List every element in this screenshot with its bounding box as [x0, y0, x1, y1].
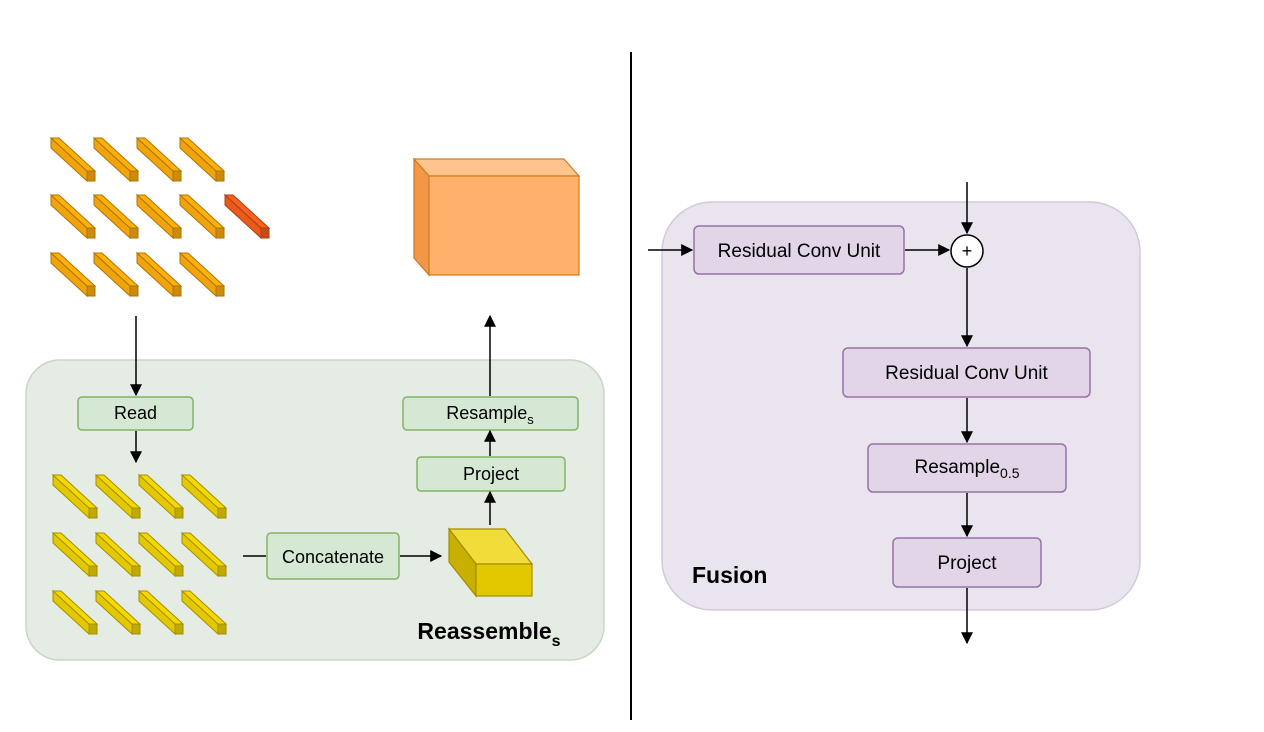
fusion-title: Fusion: [692, 562, 767, 588]
read-tokens: [51, 473, 228, 636]
input-token: [135, 251, 183, 298]
reassemble-title: Reassembles: [417, 618, 560, 650]
residual-conv-unit-1: Residual Conv Unit: [693, 225, 905, 275]
rcu-2-label: Residual Conv Unit: [885, 363, 1048, 384]
project-label-reassemble: Project: [463, 464, 519, 484]
sum-node: +: [950, 234, 984, 268]
read-token: [94, 589, 142, 636]
readout-token: [223, 193, 271, 240]
read-token: [180, 473, 228, 520]
project-box-reassemble: Project: [416, 456, 566, 492]
read-token: [180, 531, 228, 578]
input-tokens: [49, 136, 271, 298]
rcu-1-label: Residual Conv Unit: [718, 241, 881, 262]
input-token: [92, 251, 140, 298]
read-token: [51, 473, 99, 520]
read-token: [137, 589, 185, 636]
resample-label-reassemble: Resamples: [446, 403, 534, 427]
project-box-fusion: Project: [892, 537, 1042, 588]
fusion-arrows: [648, 182, 973, 645]
read-box: Read: [77, 396, 194, 431]
read-token: [51, 531, 99, 578]
concatenate-box: Concatenate: [266, 532, 400, 580]
input-token: [178, 193, 226, 240]
input-token: [49, 251, 97, 298]
input-token: [49, 136, 97, 183]
sum-symbol: +: [962, 241, 973, 261]
input-token: [49, 193, 97, 240]
resample-box-fusion: Resample0.5: [867, 443, 1067, 493]
residual-conv-unit-2: Residual Conv Unit: [842, 347, 1091, 398]
read-token: [137, 531, 185, 578]
input-token: [135, 136, 183, 183]
reassemble-arrows: [130, 314, 496, 562]
resample-label-fusion: Resample0.5: [914, 457, 1019, 481]
read-token: [137, 473, 185, 520]
read-token: [180, 589, 228, 636]
read-token: [94, 531, 142, 578]
input-token: [178, 136, 226, 183]
read-token: [94, 473, 142, 520]
input-token: [92, 136, 140, 183]
concatenated-block: [447, 527, 534, 598]
concatenate-label: Concatenate: [282, 547, 384, 567]
read-label: Read: [114, 403, 157, 423]
resample-box-reassemble: Resamples: [402, 396, 579, 431]
input-token: [92, 193, 140, 240]
project-label-fusion: Project: [937, 553, 997, 574]
input-token: [135, 193, 183, 240]
read-token: [51, 589, 99, 636]
input-token: [178, 251, 226, 298]
fusion-panel: [661, 201, 1141, 611]
output-feature-map: [412, 157, 581, 277]
reassemble-panel: [25, 359, 605, 661]
